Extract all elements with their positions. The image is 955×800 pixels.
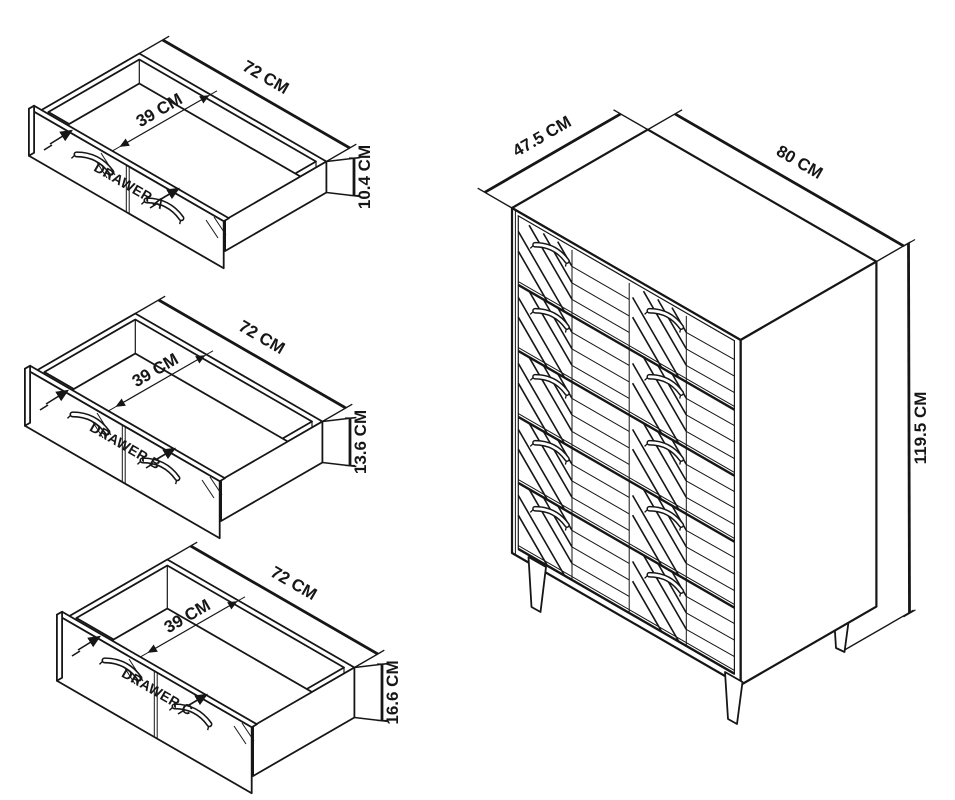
drawer-b-height-label: 13.6 CM bbox=[351, 410, 370, 474]
drawer-a-width-label: 72 CM bbox=[239, 56, 292, 97]
drawer-a-height-dimension: 10.4 CM bbox=[326, 145, 374, 209]
drawer-a-height-label: 10.4 CM bbox=[355, 145, 374, 209]
drawer-a-drawing: DRAWER A 72 CM 39 CM 10.4 CM bbox=[27, 35, 374, 270]
drawer-b-height-dimension: 13.6 CM bbox=[322, 410, 370, 474]
cabinet-height-label: 119.5 CM bbox=[911, 392, 930, 465]
cabinet-drawing: 47.5 CM 80 CM 119.5 CM bbox=[477, 109, 930, 725]
drawer-c-height-label: 16.6 CM bbox=[383, 660, 402, 724]
cabinet-height-dimension: 119.5 CM bbox=[844, 238, 930, 651]
drawer-c-drawing: DRAWER C 72 CM 39 CM 16.6 CM bbox=[55, 541, 402, 795]
drawer-c-width-label: 72 CM bbox=[267, 562, 320, 603]
cabinet-depth-label: 47.5 CM bbox=[509, 112, 574, 161]
cabinet-front-legs bbox=[527, 556, 744, 725]
drawer-b-width-label: 72 CM bbox=[235, 316, 288, 357]
drawer-c-box: DRAWER C bbox=[55, 558, 356, 795]
cabinet-drawer-stack bbox=[518, 214, 734, 676]
drawer-b-drawing: DRAWER B 72 CM 39 CM 13.6 CM bbox=[23, 295, 370, 540]
drawer-c-height-dimension: 16.6 CM bbox=[354, 660, 402, 725]
